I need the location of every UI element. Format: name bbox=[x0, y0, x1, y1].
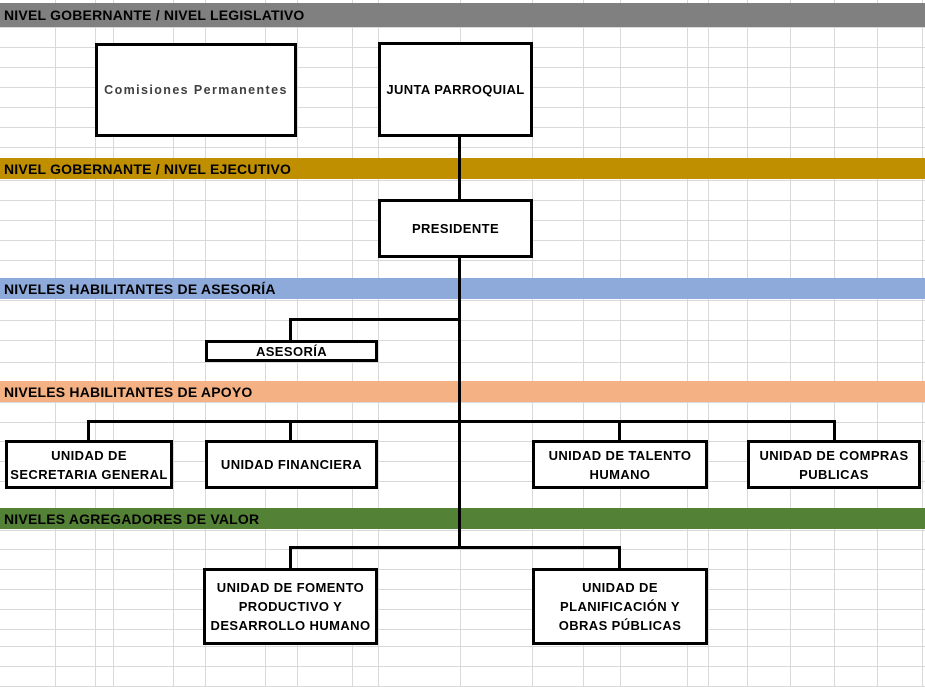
box-unidad-fomento-productivo: UNIDAD DE FOMENTO PRODUCTIVO Y DESARROLL… bbox=[203, 568, 378, 645]
box-unidad-planificacion-obras-line1: UNIDAD DE bbox=[582, 580, 658, 595]
gridline-row bbox=[0, 549, 925, 550]
gridline-column bbox=[747, 0, 748, 687]
box-unidad-talento-humano: UNIDAD DE TALENTO HUMANO bbox=[532, 440, 708, 489]
gridline-column bbox=[173, 0, 174, 687]
connector-presidente-trunk bbox=[458, 257, 461, 548]
gridline-column bbox=[620, 0, 621, 687]
box-unidad-compras-publicas-line1: UNIDAD DE COMPRAS bbox=[759, 447, 909, 463]
box-unidad-fomento-productivo-line2: PRODUCTIVO Y bbox=[238, 599, 343, 614]
gridline-column bbox=[687, 0, 688, 687]
box-unidad-secretaria-general-line2: SECRETARIA GENERAL bbox=[10, 466, 168, 482]
connector-compras-drop bbox=[833, 420, 836, 442]
connector-junta-presidente bbox=[458, 137, 461, 200]
gridline-row bbox=[0, 260, 925, 261]
gridline-column bbox=[877, 0, 878, 687]
gridline-row bbox=[0, 481, 925, 482]
gridline-column bbox=[55, 0, 56, 687]
gridline-column bbox=[834, 0, 835, 687]
box-junta-parroquial: JUNTA PARROQUIAL bbox=[378, 42, 533, 137]
gridline-row bbox=[0, 569, 925, 570]
banner-nivel-ejecutivo: NIVEL GOBERNANTE / NIVEL EJECUTIVO bbox=[0, 158, 925, 179]
banner-niveles-asesoria-label: NIVELES HABILITANTES DE ASESORÍA bbox=[4, 280, 276, 297]
banner-niveles-valor-label: NIVELES AGREGADORES DE VALOR bbox=[4, 510, 260, 527]
connector-planificacion-drop bbox=[618, 546, 621, 570]
connector-apoyo-horizontal bbox=[87, 420, 836, 423]
gridline-row bbox=[0, 530, 925, 531]
gridline-column bbox=[532, 0, 533, 687]
connector-financiera-drop bbox=[289, 420, 292, 442]
gridline-row bbox=[0, 147, 925, 148]
box-unidad-talento-humano-line1: UNIDAD DE TALENTO bbox=[548, 447, 692, 463]
banner-nivel-ejecutivo-label: NIVEL GOBERNANTE / NIVEL EJECUTIVO bbox=[4, 160, 292, 177]
gridline-column bbox=[708, 0, 709, 687]
gridline-row bbox=[0, 340, 925, 341]
gridline-column bbox=[790, 0, 791, 687]
box-unidad-secretaria-general-line1: UNIDAD DE bbox=[51, 447, 127, 463]
gridline-row bbox=[0, 666, 925, 667]
box-unidad-compras-publicas: UNIDAD DE COMPRAS PUBLICAS bbox=[747, 440, 921, 489]
gridline-row bbox=[0, 629, 925, 630]
banner-niveles-asesoria: NIVELES HABILITANTES DE ASESORÍA bbox=[0, 278, 925, 299]
banner-niveles-valor: NIVELES AGREGADORES DE VALOR bbox=[0, 508, 925, 529]
gridline-column bbox=[583, 0, 584, 687]
box-presidente: PRESIDENTE bbox=[378, 199, 533, 258]
gridline-row bbox=[0, 180, 925, 181]
banner-niveles-apoyo: NIVELES HABILITANTES DE APOYO bbox=[0, 381, 925, 402]
connector-valor-horizontal bbox=[289, 546, 621, 549]
banner-nivel-legislativo: NIVEL GOBERNANTE / NIVEL LEGISLATIVO bbox=[0, 3, 925, 27]
gridline-column bbox=[95, 0, 96, 687]
banner-niveles-apoyo-label: NIVELES HABILITANTES DE APOYO bbox=[4, 383, 253, 400]
gridline-row bbox=[0, 402, 925, 403]
box-unidad-compras-publicas-line2: PUBLICAS bbox=[799, 466, 869, 482]
box-unidad-planificacion-obras-line3: OBRAS PÚBLICAS bbox=[558, 618, 682, 633]
box-comisiones-permanentes: Comisiones Permanentes bbox=[95, 43, 297, 137]
gridline-row bbox=[0, 461, 925, 462]
gridline-row bbox=[0, 320, 925, 321]
connector-talento-drop bbox=[618, 420, 621, 442]
gridline-column bbox=[378, 0, 379, 687]
connector-fomento-drop bbox=[289, 546, 292, 570]
box-asesoria: ASESORÍA bbox=[205, 340, 378, 362]
gridline-row bbox=[0, 300, 925, 301]
box-presidente-label: PRESIDENTE bbox=[411, 221, 500, 236]
box-unidad-fomento-productivo-line1: UNIDAD DE FOMENTO bbox=[216, 580, 365, 595]
connector-asesoria-drop bbox=[289, 318, 292, 342]
gridline-column bbox=[922, 0, 923, 687]
banner-nivel-legislativo-label: NIVEL GOBERNANTE / NIVEL LEGISLATIVO bbox=[4, 7, 305, 23]
box-unidad-planificacion-obras: UNIDAD DE PLANIFICACIÓN Y OBRAS PÚBLICAS bbox=[532, 568, 708, 645]
gridline-column bbox=[113, 0, 114, 687]
box-unidad-fomento-productivo-line3: DESARROLLO HUMANO bbox=[210, 618, 371, 633]
box-unidad-secretaria-general: UNIDAD DE SECRETARIA GENERAL bbox=[5, 440, 173, 489]
connector-secretaria-drop bbox=[87, 420, 90, 442]
connector-asesoria-horizontal bbox=[289, 318, 461, 321]
box-unidad-financiera-label: UNIDAD FINANCIERA bbox=[220, 457, 363, 472]
gridline-row bbox=[0, 646, 925, 647]
gridline-row bbox=[0, 362, 925, 363]
box-junta-parroquial-label: JUNTA PARROQUIAL bbox=[386, 82, 525, 97]
gridline-row bbox=[0, 27, 925, 28]
box-unidad-planificacion-obras-line2: PLANIFICACIÓN Y bbox=[560, 599, 680, 614]
box-comisiones-permanentes-label: Comisiones Permanentes bbox=[104, 82, 288, 97]
gridline-row bbox=[0, 589, 925, 590]
gridline-row bbox=[0, 441, 925, 442]
box-unidad-talento-humano-line2: HUMANO bbox=[589, 466, 651, 482]
box-asesoria-label: ASESORÍA bbox=[255, 343, 328, 359]
box-unidad-financiera: UNIDAD FINANCIERA bbox=[205, 440, 378, 489]
gridline-row bbox=[0, 609, 925, 610]
